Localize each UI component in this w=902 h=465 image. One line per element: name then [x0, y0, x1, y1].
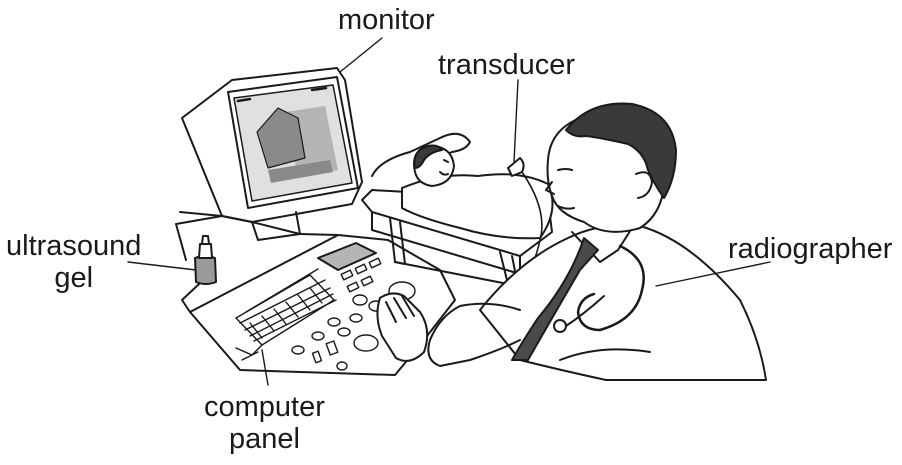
leader-line-transducer	[513, 79, 519, 163]
computer-panel-label: computer panel	[204, 391, 325, 455]
leader-line-panel	[261, 349, 269, 386]
ultrasound-gel-label-line1: ultrasound	[6, 230, 142, 262]
computer-panel-label-line2: panel	[228, 423, 300, 455]
patient-illustration	[371, 132, 554, 240]
radiographer-label: radiographer	[728, 233, 893, 265]
leader-line-gel	[127, 261, 197, 271]
ultrasound-gel-label-line2: gel	[54, 262, 94, 294]
ultrasound-gel-bottle	[194, 235, 217, 285]
leader-line-radiographer	[655, 261, 771, 287]
monitor-illustration	[181, 67, 363, 241]
transducer-label: transducer	[438, 49, 576, 81]
computer-panel-label-line1: computer	[204, 391, 325, 423]
radiographer-illustration	[376, 102, 767, 381]
ultrasound-gel-label: ultrasound gel	[6, 230, 141, 294]
leader-line-monitor	[339, 37, 383, 73]
leader-lines	[127, 37, 771, 386]
monitor-label: monitor	[338, 4, 435, 36]
